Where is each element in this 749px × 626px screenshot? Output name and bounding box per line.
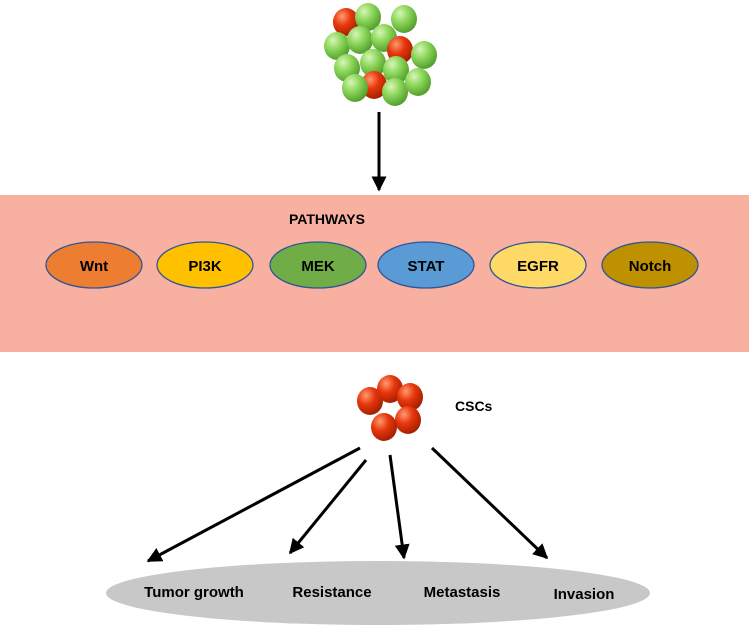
pathway-ellipse [601,241,699,289]
pathway-label: EGFR [517,258,559,275]
pathway-ellipse [377,241,475,289]
pathway-ellipse [489,241,587,289]
outcomes-ellipse [106,561,650,625]
pathway-ellipse [156,241,254,289]
pathway-wnt: Wnt [45,241,143,289]
arrow-to-tumor-growth [146,446,361,563]
outcome-label-2: Metastasis [424,584,501,601]
arrow-to-invasion [430,446,549,560]
pathway-ellipse [45,241,143,289]
pathway-ellipse [269,241,367,289]
pathway-pi3k: PI3K [156,241,254,289]
outcome-labels: Tumor growth Resistance Metastasis Invasion [144,584,614,603]
pathway-notch: Notch [601,241,699,289]
pathway-mek: MEK [269,241,367,289]
pathway-label: MEK [301,258,335,275]
csc-label: CSCs [455,398,493,414]
outcome-label-0: Tumor growth [144,584,244,601]
tumor-cell-cluster [324,3,437,106]
arrow-to-metastasis [388,454,410,560]
pathway-egfr: EGFR [489,241,587,289]
pathway-label: STAT [408,258,445,275]
pathway-label: Notch [629,258,672,275]
outcome-label-1: Resistance [292,584,371,601]
pathway-label: PI3K [188,258,222,275]
arrow-to-resistance [288,459,368,555]
pathway-label: Wnt [80,258,108,275]
csc-cell-cluster [357,375,423,441]
pathway-stat: STAT [377,241,475,289]
outcome-label-3: Invasion [554,586,615,603]
pathway-ellipses: Wnt PI3K MEK STAT EGFR Notch [45,241,699,289]
pathways-title: PATHWAYS [289,211,365,227]
